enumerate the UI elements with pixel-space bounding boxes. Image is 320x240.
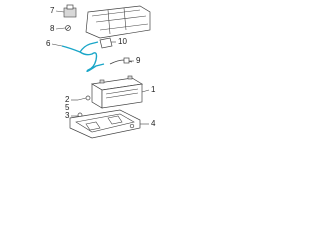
callout-4: 4 [151,119,156,128]
bracket-part [99,37,113,49]
callout-5: 5 [65,103,70,112]
callout-10: 10 [118,37,127,46]
callout-7: 7 [50,6,55,15]
callout-3: 3 [65,111,70,120]
battery-parts-diagram [51,4,151,139]
hold-down-bolt-part [77,95,91,101]
callout-1: 1 [151,85,156,94]
callout-2: 2 [65,95,70,104]
battery-cover-part [85,5,151,39]
battery-part [90,75,144,109]
callout-6: 6 [46,39,51,48]
callout-9: 9 [136,56,141,65]
leader-lines [51,10,150,125]
callout-8: 8 [50,24,55,33]
wiring-harness-part [61,41,133,72]
small-bolt-part [65,25,71,31]
clamp-block-part [63,4,77,18]
battery-tray-part [69,109,141,139]
